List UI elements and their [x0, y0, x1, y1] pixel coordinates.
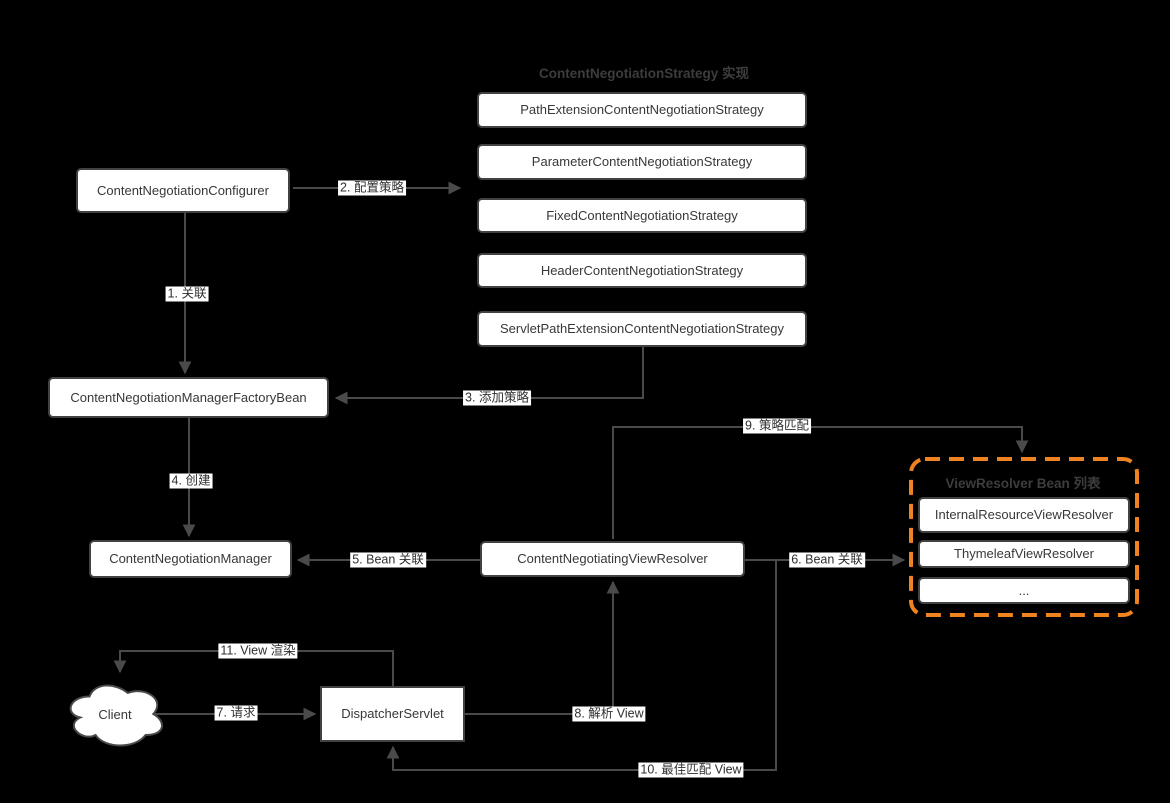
- edge-9-strategy-match: [612, 426, 1029, 539]
- edge-10-best-match-view: [386, 561, 777, 771]
- edge-label-11: 11. View 渲染: [218, 643, 298, 659]
- edge-3-add-strategy: [334, 347, 644, 405]
- client-cloud-shape: [69, 684, 163, 747]
- edge-label-5: 5. Bean 关联: [350, 552, 426, 568]
- node-internal-resource-view-resolver: InternalResourceViewResolver: [918, 497, 1130, 533]
- node-dispatcher-servlet: DispatcherServlet: [320, 686, 465, 742]
- node-content-negotiation-configurer: ContentNegotiationConfigurer: [76, 168, 290, 213]
- resolver-group-title: ViewResolver Bean 列表: [945, 476, 1101, 491]
- edge-8-resolve-view: [465, 580, 620, 715]
- strategy-group-title: ContentNegotiationStrategy 实现: [538, 66, 750, 81]
- node-fixed-strategy: FixedContentNegotiationStrategy: [477, 198, 807, 233]
- node-resolver-ellipsis: ...: [918, 577, 1130, 604]
- edge-label-3: 3. 添加策略: [463, 390, 531, 406]
- edge-label-1: 1. 关联: [165, 286, 209, 302]
- node-client-label: Client: [98, 706, 132, 722]
- node-header-strategy: HeaderContentNegotiationStrategy: [477, 253, 807, 288]
- edge-label-2: 2. 配置策略: [338, 180, 406, 196]
- node-parameter-strategy: ParameterContentNegotiationStrategy: [477, 144, 807, 180]
- edge-label-6: 6. Bean 关联: [789, 552, 865, 568]
- edge-label-7: 7. 请求: [214, 705, 258, 721]
- node-content-negotiating-view-resolver: ContentNegotiatingViewResolver: [480, 541, 745, 577]
- node-servlet-path-extension-strategy: ServletPathExtensionContentNegotiationSt…: [477, 311, 807, 347]
- node-thymeleaf-view-resolver: ThymeleafViewResolver: [918, 540, 1130, 568]
- edge-label-4: 4. 创建: [169, 473, 213, 489]
- node-content-negotiation-manager-factory-bean: ContentNegotiationManagerFactoryBean: [48, 377, 329, 418]
- edge-label-9: 9. 策略匹配: [743, 418, 811, 434]
- viewresolver-group-border: [909, 457, 1139, 617]
- node-path-extension-strategy: PathExtensionContentNegotiationStrategy: [477, 92, 807, 128]
- edge-label-10: 10. 最佳匹配 View: [638, 762, 744, 778]
- node-content-negotiation-manager: ContentNegotiationManager: [89, 540, 292, 578]
- edge-label-8: 8. 解析 View: [572, 706, 646, 722]
